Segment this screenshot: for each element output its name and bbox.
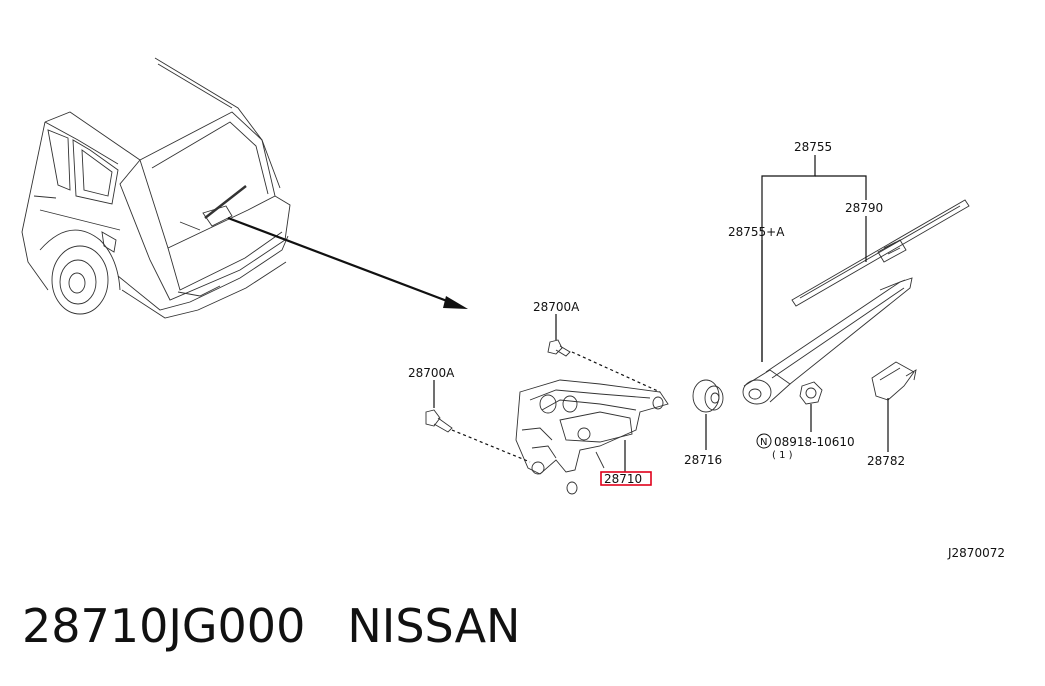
label-28790: 28790 [845,201,883,215]
wiper-motor-28710 [515,379,669,495]
leader-lines [433,155,889,472]
part-caption: 28710JG000 NISSAN [22,596,520,656]
label-28716: 28716 [684,453,722,467]
assembly-line-top [571,351,661,393]
label-n-mark: N [760,437,767,448]
label-28782: 28782 [867,454,905,468]
cap-28782 [871,361,917,401]
nut-08918 [799,381,823,405]
label-28700a-left: 28700A [408,366,455,380]
label-28755a: 28755+A [728,225,785,239]
label-28755: 28755 [794,140,832,154]
label-08918-qty: ( 1 ) [772,450,793,461]
wiper-blade-28790 [791,199,970,307]
bolt-28700a-left [425,409,453,433]
label-08918: 08918-10610 [774,435,855,449]
brand-name: NISSAN [347,599,521,653]
part-number: 28710JG000 [22,599,306,653]
detail-pointer-arrow [227,216,468,309]
label-28710: 28710 [604,472,642,486]
wiper-arm-28755a [742,277,913,405]
highlight-box-28710 [600,471,652,486]
label-28700a-top: 28700A [533,300,580,314]
assembly-line-left [451,429,531,463]
diagram-code: J2870072 [947,546,1005,560]
n-mark-circle [756,433,772,449]
grommet-28716 [692,379,724,413]
callout-labels: 28755 28790 28755+A 28700A 28700A 28716 … [408,140,1005,560]
bolt-28700a-top [547,339,571,357]
vehicle-illustration [21,57,291,319]
